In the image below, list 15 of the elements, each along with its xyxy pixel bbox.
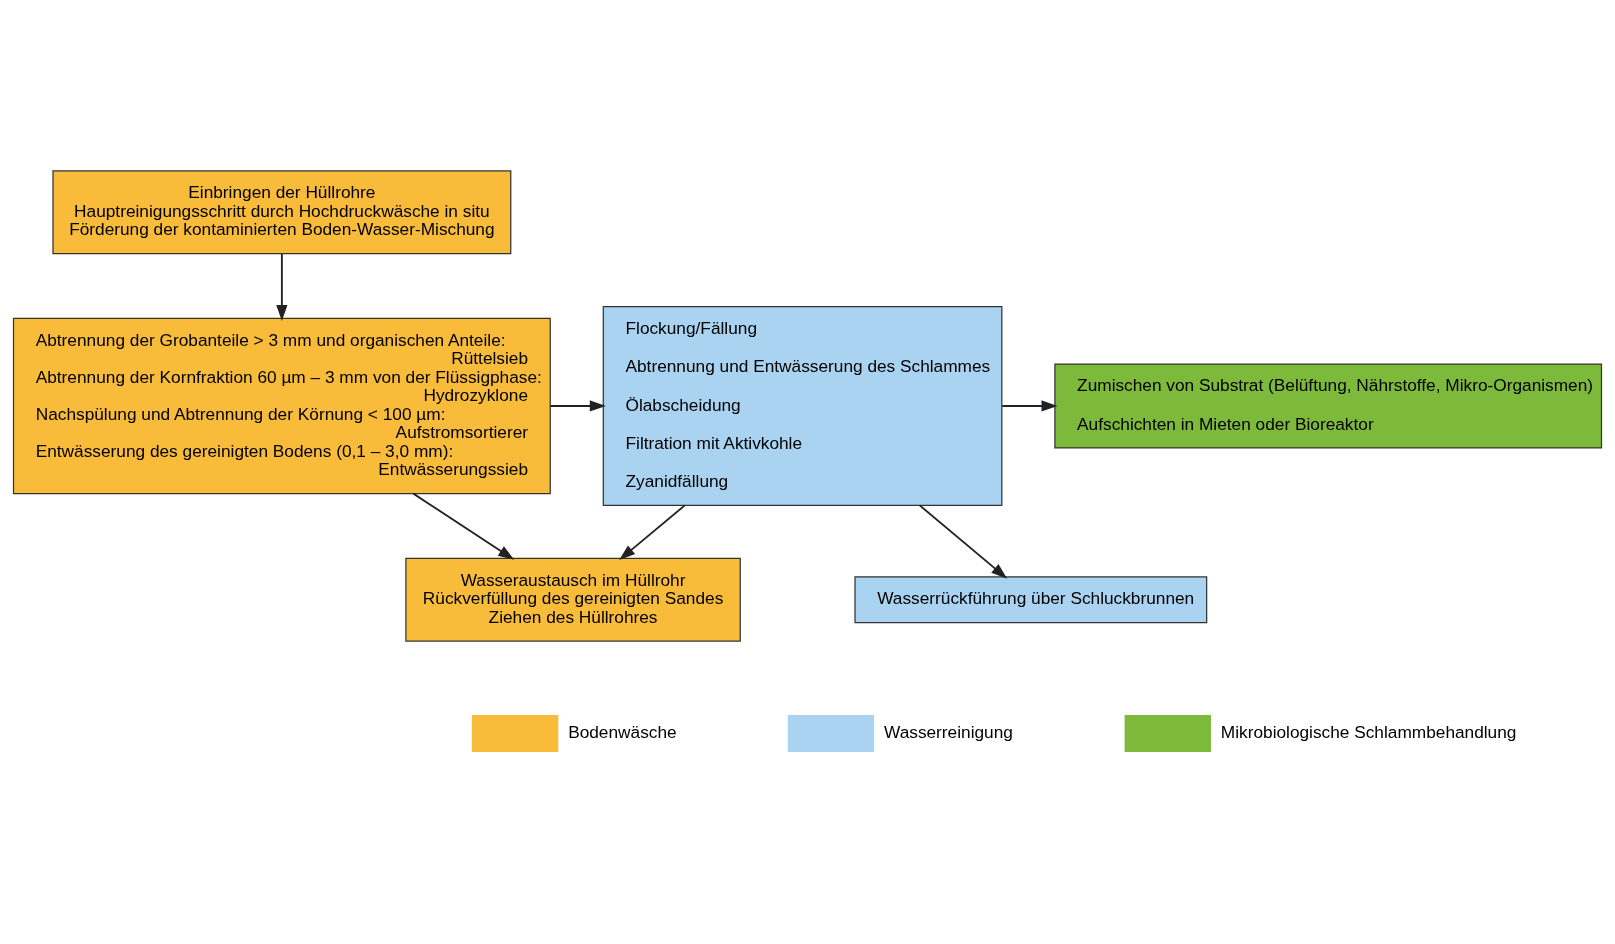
legend-label: Mikrobiologische Schlammbehandlung <box>1220 722 1517 743</box>
node-box: Abtrennung der Grobanteile > 3 mm und organischen Anteile: Rüttelsieb Abtrennung der Kornfraktion 60 µm – 3 mm von der Flüssigphase: Hydrozyklone Nachspülung und Abtrennung der Körnung < 100 µm: Aufstromsortierer Entwässerung des gereinigten Bodens (0,1 – 3,0 mm): Entwässerungssieb <box>12 317 551 495</box>
arrow <box>1001 400 1058 412</box>
arrow <box>619 504 686 561</box>
node-box: Zumischen von Substrat (Belüftung, Nährstoffe, Mikro-Organismen) Aufschichten in Mieten oder Bioreaktor <box>1054 363 1603 449</box>
arrow <box>549 400 606 412</box>
arrow <box>412 492 515 560</box>
node-box: Wasseraustausch im Hüllrohr Rückverfüllung des gereinigten Sandes Ziehen des Hüllrohres <box>405 557 741 642</box>
node-box: Flockung/Fällung Abtrennung und Entwässerung des Schlammes Ölabscheidung Filtration mit Aktivkohle Zyanidfällung <box>602 306 1003 506</box>
arrow <box>918 504 1008 579</box>
node-box: Einbringen der Hüllrohre Hauptreinigungsschritt durch Hochdruckwäsche in situ Förderung der kontaminierten Boden-Wasser-Mischung <box>52 170 512 255</box>
legend-label: Wasserreinigung <box>884 722 1013 743</box>
arrow <box>276 253 288 321</box>
node-box: Wasserrückführung über Schluckbrunnen <box>854 576 1208 624</box>
legend-label: Bodenwäsche <box>568 722 677 743</box>
